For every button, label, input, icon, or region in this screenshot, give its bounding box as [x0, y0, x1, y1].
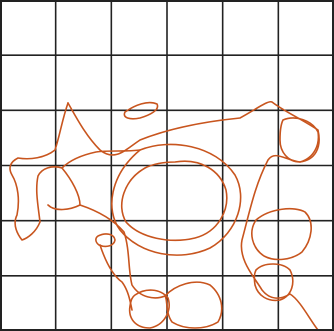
grid-contour-figure: [0, 0, 334, 331]
